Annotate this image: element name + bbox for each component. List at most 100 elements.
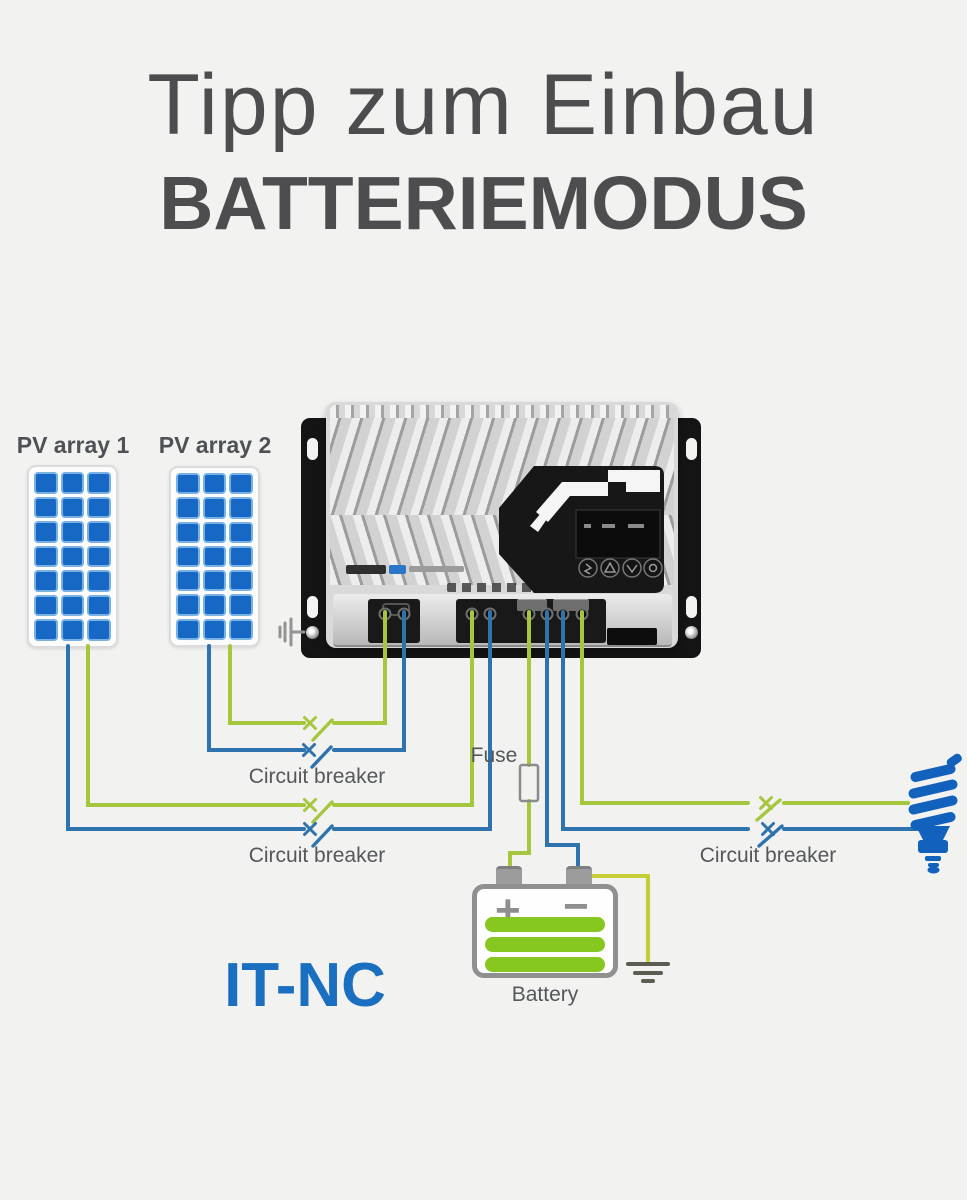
pv-cell (34, 472, 58, 494)
battery-post-positive (496, 866, 522, 888)
circuit-breaker-symbol-load (755, 796, 784, 848)
button-down-icon[interactable] (622, 558, 642, 578)
lcd-indicator (628, 524, 644, 528)
pv-cell (34, 594, 58, 617)
page-title: Tipp zum Einbau (147, 57, 820, 153)
pv-cell (229, 618, 253, 640)
pv-cell (176, 594, 200, 616)
battery-bar (485, 957, 605, 972)
pv-cell (176, 473, 200, 495)
wire-pv1-negative (332, 610, 492, 831)
display-panel (499, 466, 664, 593)
brand-swoosh-icon (608, 470, 660, 492)
pv-cell (60, 545, 85, 568)
pv-cell (229, 521, 253, 543)
pv-cell (229, 497, 253, 519)
pv-cell (87, 570, 111, 592)
control-buttons[interactable] (578, 558, 663, 578)
mounting-hole (686, 438, 697, 460)
pv-cell (87, 521, 111, 543)
pv-cell (60, 594, 85, 617)
wire-battery-ground (586, 874, 650, 963)
mounting-hole (307, 438, 318, 460)
pv-cell (229, 473, 253, 495)
pv-cell (34, 545, 58, 568)
pv-array-2-panel (169, 466, 260, 647)
wire-load-positive (580, 610, 750, 805)
pv-array-2-label: PV array 2 (158, 432, 272, 458)
pv-cell (176, 497, 200, 519)
wire-pv1-positive (86, 644, 306, 807)
pv-cell (202, 545, 227, 568)
ground-icon-battery (626, 962, 670, 983)
pv-terminal-inset (368, 599, 420, 643)
pv-cell (34, 570, 58, 592)
lcd-indicator (584, 524, 591, 528)
pv-cell (202, 570, 227, 592)
wire-pv2-negative (332, 610, 406, 752)
lightning-glyph (583, 563, 593, 575)
brand-badge (389, 564, 406, 574)
terminal-plug (517, 599, 547, 611)
button-enter-icon[interactable] (643, 558, 663, 578)
button-menu-icon[interactable] (578, 558, 598, 578)
system-type-label: IT-NC (224, 951, 386, 1020)
wire-battery-positive (508, 799, 531, 876)
wire-pv2-positive (332, 610, 387, 725)
fuse-symbol (518, 763, 540, 803)
pv-cell (60, 472, 85, 494)
wire-pv1-positive (332, 610, 474, 807)
pv-cell (87, 545, 111, 568)
pv-cell (202, 618, 227, 640)
pv-cell (176, 570, 200, 592)
pv-cell (60, 619, 85, 641)
pv-cell (34, 496, 58, 519)
ground-icon-controller (278, 617, 306, 647)
pv-cell (34, 521, 58, 543)
circuit-breaker-label-load: Circuit breaker (699, 844, 837, 867)
pv-cell (87, 472, 111, 494)
wire-load-negative (561, 610, 750, 831)
pv-cell (202, 473, 227, 495)
dot-glyph (648, 563, 658, 573)
pv-cell (176, 618, 200, 640)
com-port (607, 628, 657, 645)
circuit-breaker-symbol-pv2 (302, 716, 334, 769)
wire-battery-negative (545, 610, 580, 876)
brand-logo-strip (346, 563, 464, 575)
pv-cell (176, 521, 200, 543)
pv-cell (34, 619, 58, 641)
mounting-hole (686, 596, 697, 618)
mounting-hole (307, 596, 318, 618)
wire-pv2-positive (228, 644, 306, 725)
pv-array-1-panel (27, 465, 118, 648)
fuse-label: Fuse (470, 744, 518, 767)
circuit-breaker-label-pv2: Circuit breaker (248, 765, 386, 788)
pv-cell (202, 594, 227, 616)
lcd-indicator (602, 524, 615, 528)
battery-post-negative (566, 866, 592, 888)
wire-pv2-negative (207, 644, 306, 752)
terminal-lugs (378, 607, 589, 621)
pv-cell (60, 496, 85, 519)
brand-subtext (409, 566, 464, 572)
pv-cell (60, 521, 85, 543)
pv-cell (87, 594, 111, 617)
pv-cell (60, 570, 85, 592)
battery-label: Battery (511, 983, 579, 1006)
battery: + − (472, 884, 618, 978)
brand-swoosh-icon (536, 482, 608, 522)
battery-bar (485, 937, 605, 952)
circuit-breaker-label-pv1: Circuit breaker (248, 844, 386, 867)
pv-cell (229, 545, 253, 568)
pv-cell (202, 497, 227, 519)
pv-cell (87, 496, 111, 519)
mounting-screw (685, 626, 698, 639)
pv-cell (229, 570, 253, 592)
pv-cell (87, 619, 111, 641)
mounting-screw (306, 626, 319, 639)
wire-pv1-negative (66, 644, 306, 831)
triangle-up-glyph (603, 561, 617, 573)
